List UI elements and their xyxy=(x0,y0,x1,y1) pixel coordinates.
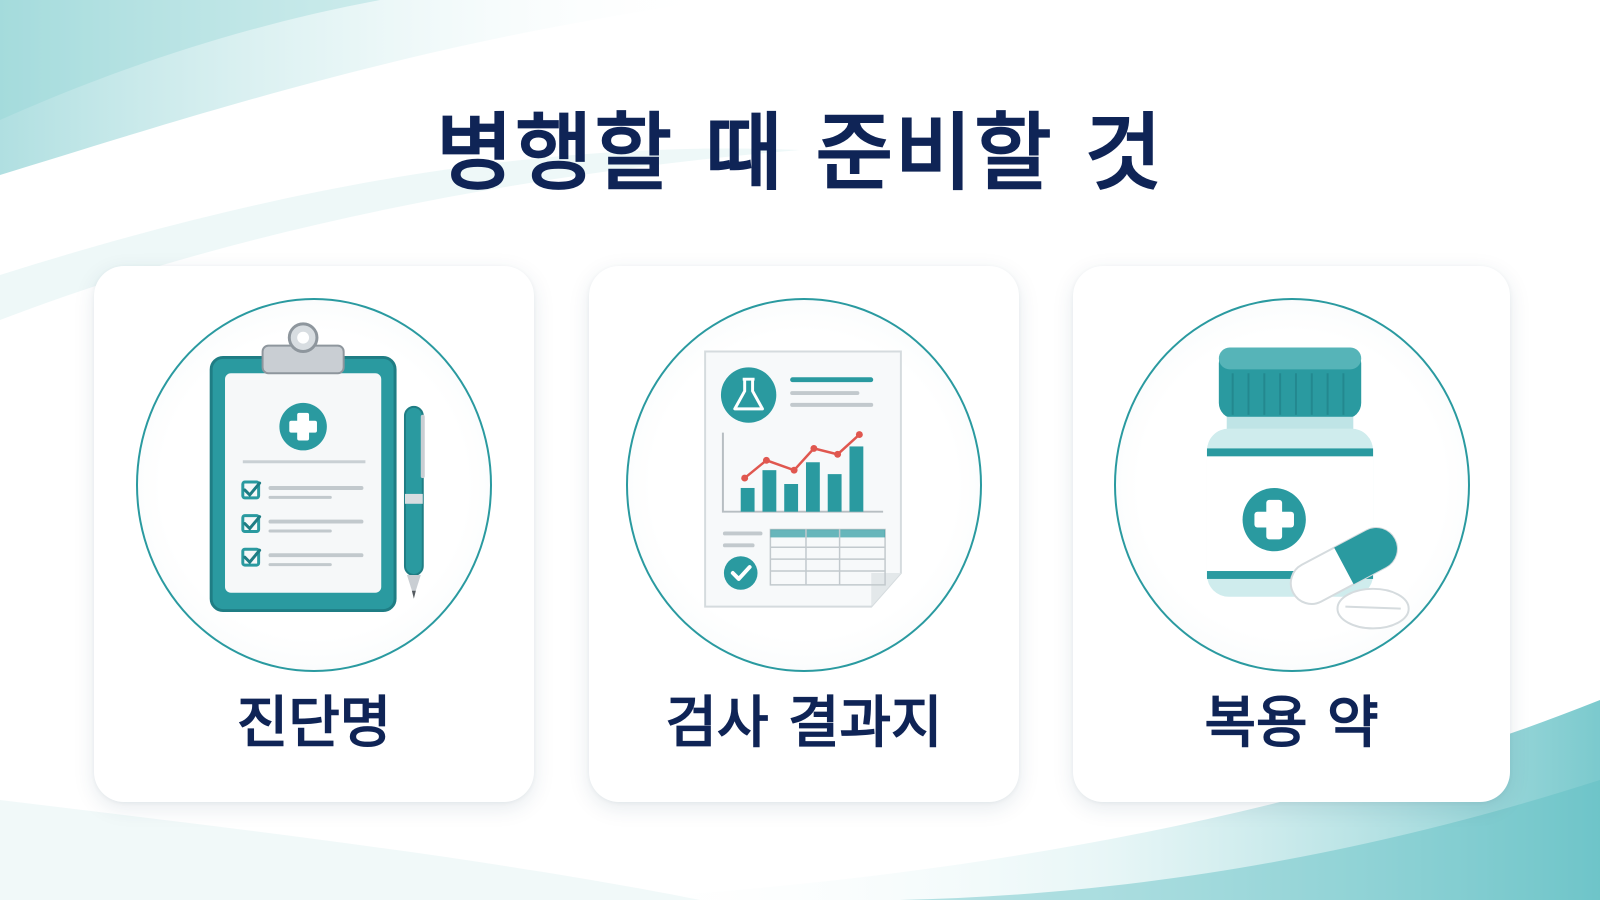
medicine-bottle-icon xyxy=(1206,347,1410,630)
card-label: 진단명 xyxy=(236,691,392,756)
page-title: 병행할 때 준비할 것 xyxy=(436,104,1164,202)
icon-circle xyxy=(626,298,982,672)
card-label: 복용 약 xyxy=(1204,691,1379,756)
lab-report-icon xyxy=(704,350,902,608)
card-medication: 복용 약 xyxy=(1073,266,1510,802)
clipboard-icon xyxy=(209,322,425,613)
icon-circle xyxy=(136,298,492,672)
card-diagnosis: 진단명 xyxy=(94,266,534,802)
icon-circle xyxy=(1113,298,1470,672)
card-label: 검사 결과지 xyxy=(665,691,943,756)
card-test-results: 검사 결과지 xyxy=(589,266,1019,802)
